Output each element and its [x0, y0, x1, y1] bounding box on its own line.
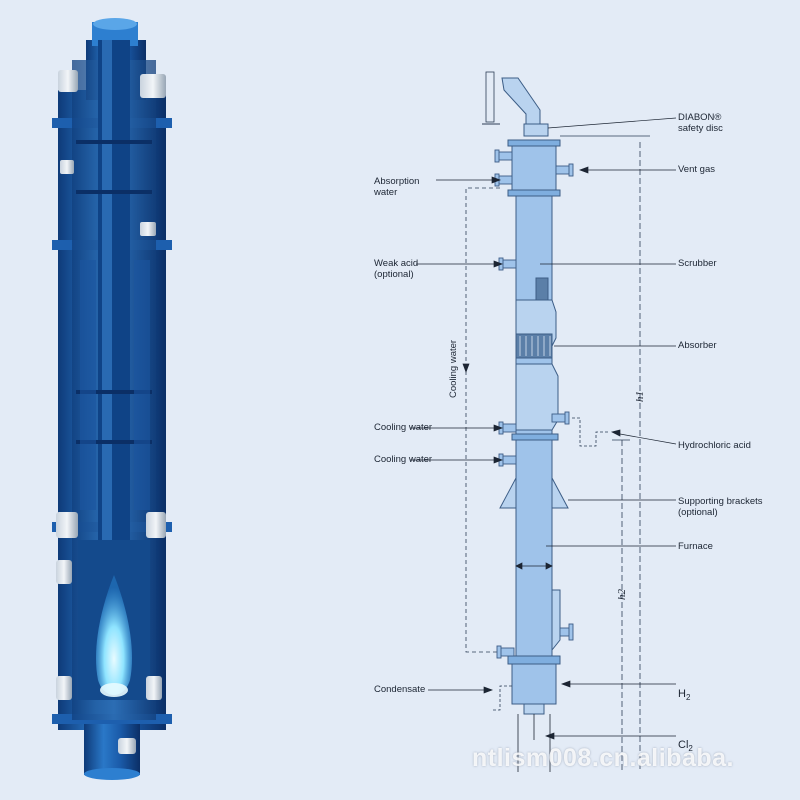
cooling-water-loop: [465, 187, 500, 653]
cutaway-nozzles: [56, 70, 166, 754]
label-cl2-sub: 2: [688, 744, 693, 754]
label-cl2-main: Cl: [678, 739, 689, 751]
label-condensate: Condensate: [374, 684, 426, 695]
label-cooling-water-1: Cooling water: [374, 422, 433, 433]
schematic-vessel: [482, 71, 569, 715]
label-supporting-brackets: Supporting brackets (optional): [678, 496, 763, 518]
label-absorption-water: Absorption water: [374, 176, 420, 198]
label-h2-sub: 2: [685, 693, 691, 703]
watermark-text: ntlism008.cn.alibaba.: [472, 744, 734, 772]
hcl-outlet-pipe: [572, 417, 610, 447]
label-scrubber: Scrubber: [678, 258, 717, 269]
schematic-nozzles: [494, 149, 574, 659]
label-furnace: Furnace: [678, 541, 713, 552]
burner-flame: [95, 575, 133, 697]
dimension-h1: h1: [634, 391, 646, 402]
label-cl2: Cl2: [678, 729, 693, 754]
label-cooling-water-2: Cooling water: [374, 454, 433, 465]
label-vent-gas: Vent gas: [678, 164, 715, 175]
label-diabon-safety-disc: DIABON® safety disc: [678, 112, 723, 134]
dimension-h2: h2: [616, 589, 628, 600]
condensate-pipe: [492, 685, 512, 711]
label-hydrochloric-acid: Hydrochloric acid: [678, 440, 751, 451]
label-absorber: Absorber: [678, 340, 717, 351]
label-weak-acid: Weak acid (optional): [374, 258, 419, 280]
label-h2: H2: [678, 678, 690, 703]
label-h2-main: H: [678, 688, 686, 700]
label-cooling-water-vertical: Cooling water: [448, 339, 459, 398]
